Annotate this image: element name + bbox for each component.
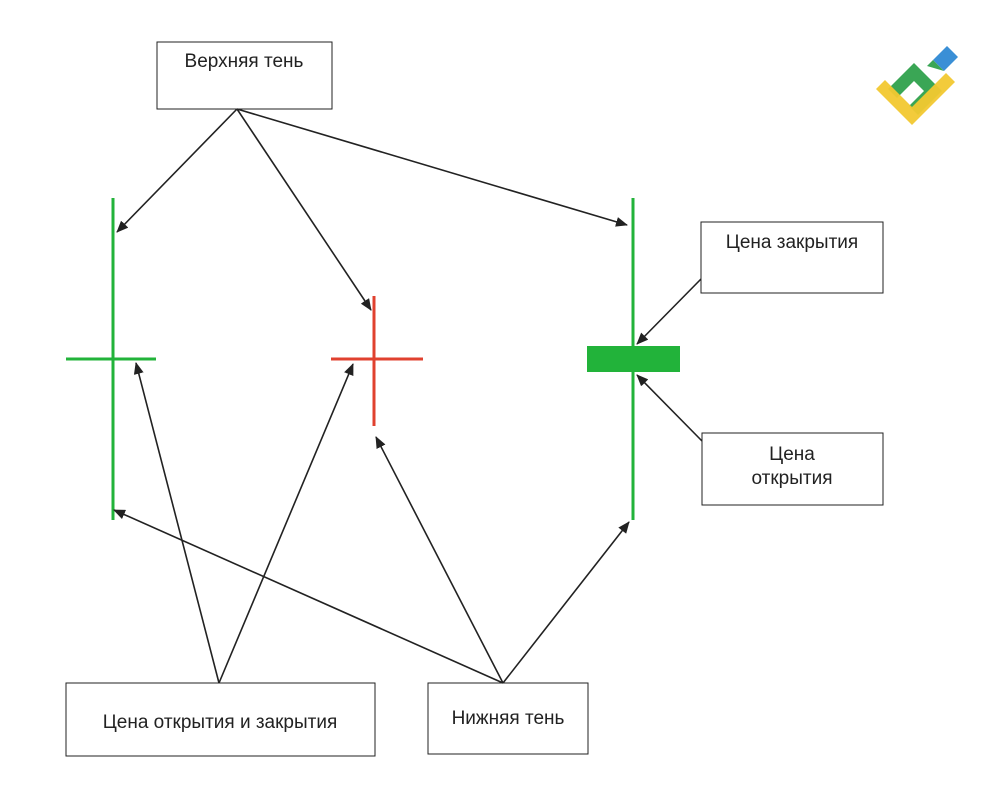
- label-close-price-text: Цена закрытия: [726, 232, 858, 253]
- arrow-close-price-to-body: [636, 278, 702, 345]
- label-open-price: Цена открытия: [701, 432, 884, 506]
- arrow-upper-shadow-to-red-doji: [236, 108, 372, 311]
- arrow-lower-shadow-to-green-wick: [113, 509, 504, 684]
- label-open-close-price: Цена открытия и закрытия: [65, 682, 376, 757]
- arrow-upper-shadow-to-green-doji: [116, 108, 238, 233]
- arrow-lower-shadow-to-red-wick: [375, 436, 504, 684]
- candle-bullish: [587, 198, 680, 520]
- arrow-upper-shadow-to-bullish: [236, 108, 628, 227]
- label-lower-shadow: Нижняя тень: [427, 682, 589, 755]
- label-upper-shadow: Верхняя тень: [156, 41, 333, 110]
- candle-doji-red: [331, 296, 423, 426]
- arrows: [113, 108, 703, 684]
- arrow-open-close-to-green-doji: [133, 362, 220, 684]
- label-open-price-text-line2: открытия: [752, 468, 833, 489]
- candle-bullish-body: [587, 346, 680, 372]
- label-open-close-price-text: Цена открытия и закрытия: [103, 712, 338, 733]
- label-lower-shadow-text: Нижняя тень: [452, 708, 565, 729]
- candle-doji-green: [66, 198, 156, 520]
- arrow-lower-shadow-to-bullish-wick: [502, 521, 630, 684]
- label-close-price: Цена закрытия: [700, 221, 884, 294]
- label-open-price-text-line1: Цена: [769, 444, 815, 465]
- brand-logo-icon: [876, 46, 958, 125]
- label-upper-shadow-text: Верхняя тень: [185, 51, 304, 72]
- arrow-open-close-to-red-doji: [218, 363, 354, 684]
- arrow-open-price-to-body: [636, 374, 703, 442]
